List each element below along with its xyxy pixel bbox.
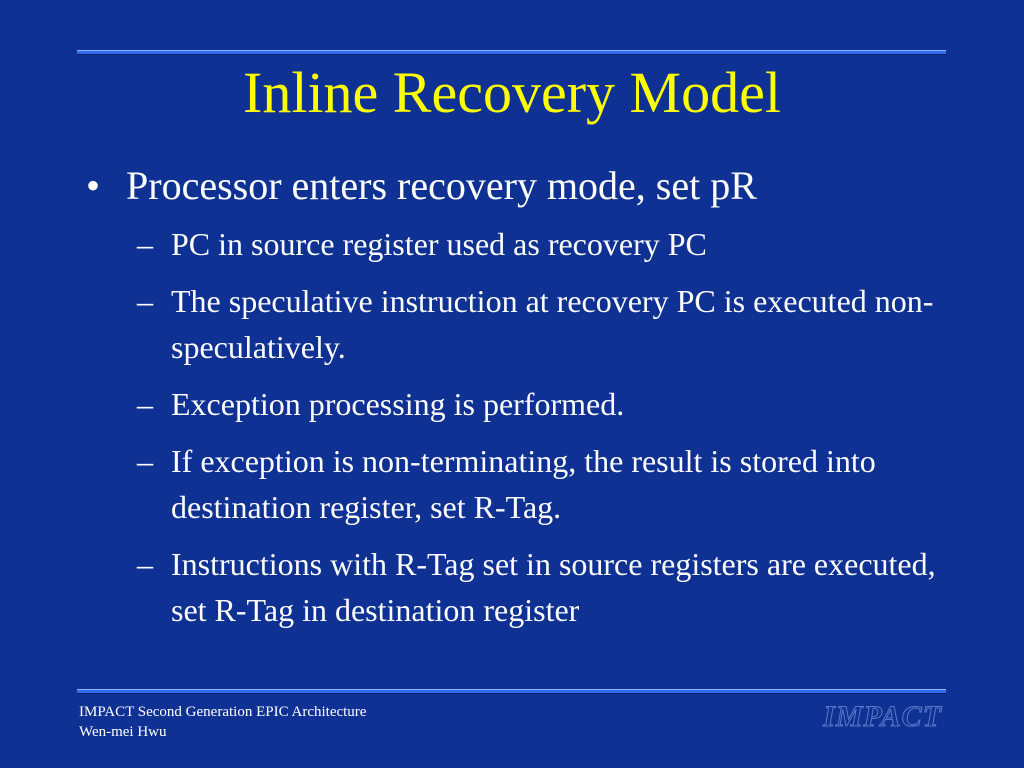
sub-item-text: Exception processing is performed. [171, 386, 625, 422]
slide-body: • Processor enters recovery mode, set pR… [86, 160, 966, 644]
bullet-marker: • [86, 163, 101, 208]
bullet-text: Processor enters recovery mode, set pR [126, 163, 757, 208]
top-divider [77, 50, 946, 55]
sub-marker: – [137, 443, 153, 479]
sub-item: – The speculative instruction at recover… [137, 278, 966, 370]
sub-item-text: The speculative instruction at recovery … [171, 283, 934, 365]
footer-author: Wen-mei Hwu [79, 724, 167, 740]
main-bullet: • Processor enters recovery mode, set pR [86, 160, 966, 212]
sub-marker: – [137, 386, 153, 422]
sub-marker: – [137, 546, 153, 582]
sub-item-text: PC in source register used as recovery P… [171, 226, 707, 262]
slide-title: Inline Recovery Model [243, 60, 781, 125]
footer-title: IMPACT Second Generation EPIC Architectu… [79, 704, 367, 720]
sub-item: – If exception is non-terminating, the r… [137, 438, 966, 530]
sub-item-text: If exception is non-terminating, the res… [171, 443, 876, 525]
sub-item: – PC in source register used as recovery… [137, 221, 966, 267]
sub-item: – Exception processing is performed. [137, 381, 966, 427]
sub-item: – Instructions with R-Tag set in source … [137, 541, 966, 633]
sub-item-text: Instructions with R-Tag set in source re… [171, 546, 936, 628]
sub-marker: – [137, 283, 153, 319]
impact-logo: IMPACT [823, 700, 942, 734]
sub-marker: – [137, 226, 153, 262]
footer: IMPACT Second Generation EPIC Architectu… [79, 702, 366, 742]
bottom-divider [77, 689, 946, 694]
